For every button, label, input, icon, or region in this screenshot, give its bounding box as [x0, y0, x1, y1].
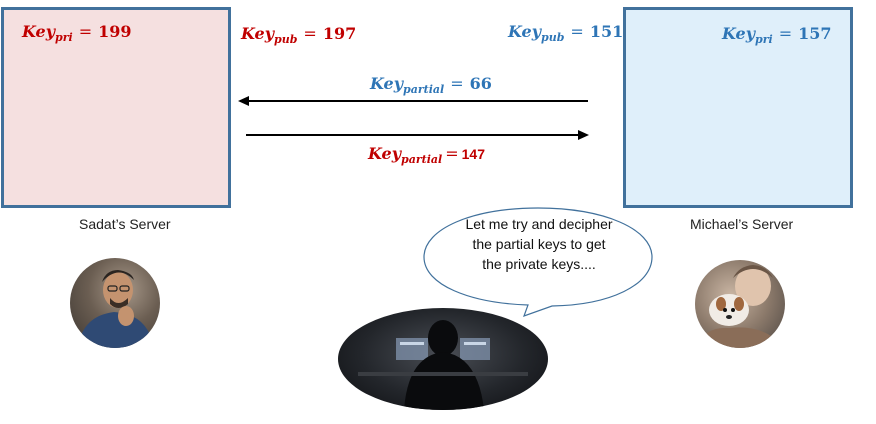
person-glasses-icon [78, 270, 154, 348]
sadat-server-box [1, 7, 231, 208]
michael-server-caption: Michael’s Server [690, 216, 794, 232]
person-with-dog-icon [695, 265, 785, 348]
michael-server-box [623, 7, 853, 208]
speech-bubble [423, 207, 653, 317]
arrow-to-sadat [238, 96, 588, 106]
michael-avatar [695, 260, 785, 348]
michael-public-key-label: Keypub=151 [508, 22, 624, 44]
hacker-photo [338, 308, 548, 410]
sadat-public-key-label: Keypub=197 [241, 24, 357, 46]
partial-key-to-michael-label: Keypartial=147 [368, 144, 485, 166]
arrow-to-michael [246, 130, 589, 140]
hooded-hacker-icon [358, 320, 528, 410]
michael-private-key-label: Keypri=157 [722, 24, 832, 46]
sadat-server-caption: Sadat’s Server [79, 216, 171, 232]
partial-key-to-sadat-label: Keypartial=66 [370, 74, 492, 96]
speech-text: Let me try and decipher the partial keys… [465, 216, 613, 272]
sadat-private-key-label: Keypri=199 [22, 22, 132, 44]
sadat-avatar [70, 258, 160, 348]
